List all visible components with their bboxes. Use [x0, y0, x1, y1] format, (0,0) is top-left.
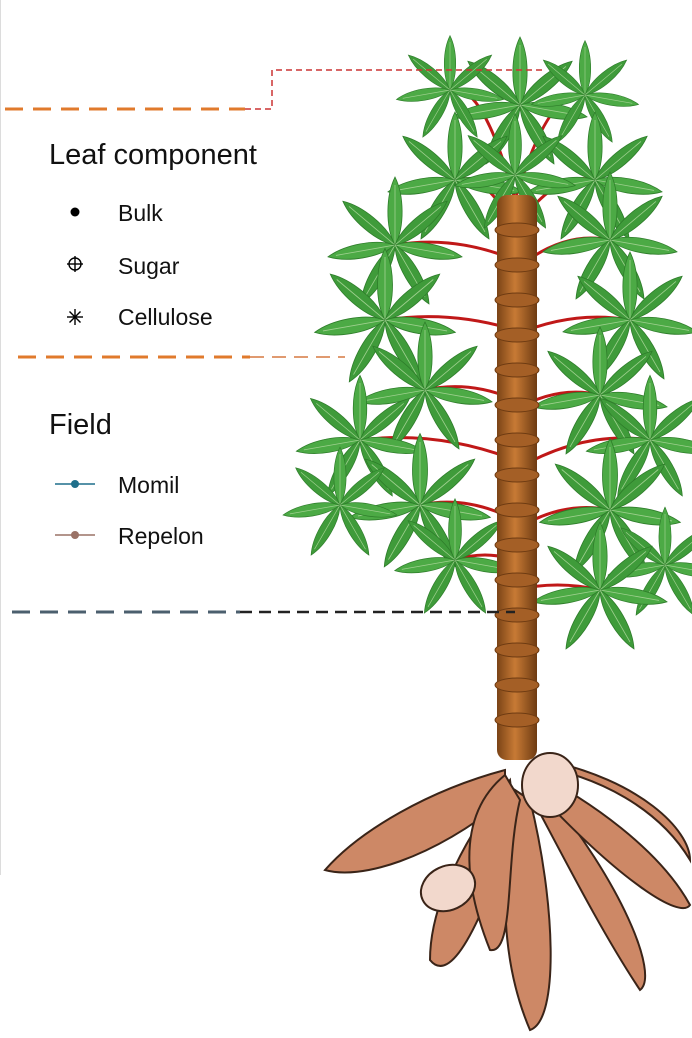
stem-node — [495, 538, 539, 552]
stem-node — [495, 503, 539, 517]
asterisk-icon — [67, 309, 83, 325]
legend-item-cellulose: Cellulose — [118, 304, 213, 331]
stem-node — [495, 328, 539, 342]
stem-node — [495, 433, 539, 447]
stem-node — [495, 468, 539, 482]
palmate-leaf — [530, 41, 639, 145]
leaf-canopy — [282, 36, 692, 653]
stem-node — [495, 363, 539, 377]
repelon-line-dot-icon — [55, 531, 95, 539]
circle-cross-icon — [67, 256, 83, 272]
legend-item-bulk: Bulk — [118, 200, 163, 227]
legend-item-momil: Momil — [118, 472, 179, 499]
field-title: Field — [49, 409, 112, 442]
cassava-plant — [282, 36, 692, 1030]
legend-symbols — [55, 208, 95, 540]
stem-node — [495, 608, 539, 622]
stem-node — [495, 258, 539, 272]
filled-circle-icon — [71, 208, 80, 217]
stem-node — [495, 713, 539, 727]
legend-item-repelon: Repelon — [118, 523, 204, 550]
momil-line-dot-icon — [55, 480, 95, 488]
legend-item-sugar: Sugar — [118, 253, 179, 280]
root-cut-end — [522, 753, 578, 817]
stem-node — [495, 223, 539, 237]
stem-node — [495, 643, 539, 657]
roots — [325, 753, 690, 1030]
stem-node — [495, 293, 539, 307]
stem-node — [495, 573, 539, 587]
stem-node — [495, 678, 539, 692]
stem — [495, 195, 539, 760]
stem-node — [495, 398, 539, 412]
leaf-component-title: Leaf component — [49, 139, 257, 172]
